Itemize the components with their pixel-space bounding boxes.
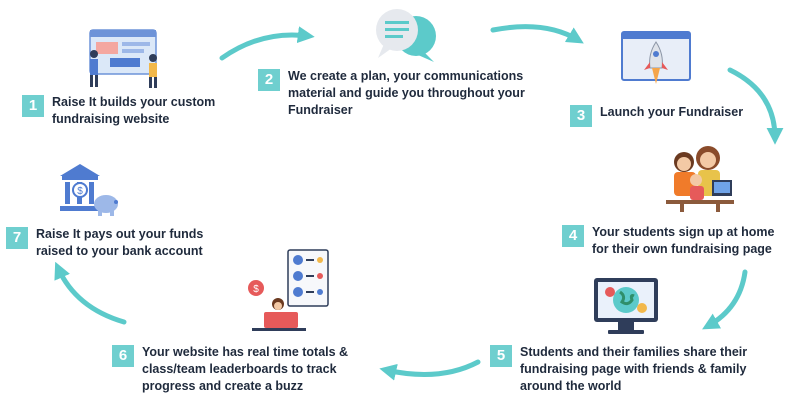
- step-1: 1 Raise It builds your custom fundraisin…: [22, 94, 215, 128]
- step-description: Raise It pays out your funds raised to y…: [36, 227, 204, 258]
- arrow-4-to-5: [702, 269, 748, 330]
- arrow-5-to-6: [379, 359, 481, 381]
- svg-text:$: $: [77, 186, 83, 197]
- family-at-computer-illustration: [666, 146, 734, 212]
- step-description: Students and their families share their …: [520, 345, 748, 393]
- step-description: Launch your Fundraiser: [600, 105, 744, 119]
- arrow-3-to-4: [727, 67, 784, 145]
- step-number-badge: 6: [112, 345, 134, 367]
- step-number-badge: 4: [562, 225, 584, 247]
- step-description: We create a plan, your communications ma…: [288, 69, 525, 117]
- website-builders-illustration: [89, 29, 157, 88]
- step-description: Your website has real time totals & clas…: [142, 345, 349, 393]
- step-number-badge: 2: [258, 69, 280, 91]
- step-3: 3 Launch your Fundraiser: [570, 104, 743, 127]
- globe-monitor-illustration: [594, 278, 658, 334]
- step-number-badge: 3: [570, 105, 592, 127]
- leaderboard-illustration: $: [248, 249, 329, 331]
- chat-bubbles-icon: [376, 9, 436, 62]
- step-5: 5 Students and their families share thei…: [490, 344, 747, 395]
- svg-text:$: $: [253, 284, 259, 295]
- step-4: 4 Your students sign up at home for thei…: [562, 224, 774, 258]
- rocket-browser-icon: [621, 31, 691, 84]
- step-6: 6 Your website has real time totals & cl…: [112, 344, 348, 395]
- arrow-2-to-3: [490, 24, 584, 44]
- arrow-1-to-2: [219, 26, 315, 61]
- step-number-badge: 5: [490, 345, 512, 367]
- step-number-badge: 7: [6, 227, 28, 249]
- step-number-badge: 1: [22, 95, 44, 117]
- step-description: Raise It builds your custom fundraising …: [52, 95, 216, 126]
- step-description: Your students sign up at home for their …: [592, 225, 775, 256]
- step-7: 7 Raise It pays out your funds raised to…: [6, 226, 203, 260]
- bank-piggy-icon: $: [60, 164, 118, 216]
- step-2: 2 We create a plan, your communications …: [258, 68, 525, 119]
- arrow-6-to-7: [54, 261, 127, 325]
